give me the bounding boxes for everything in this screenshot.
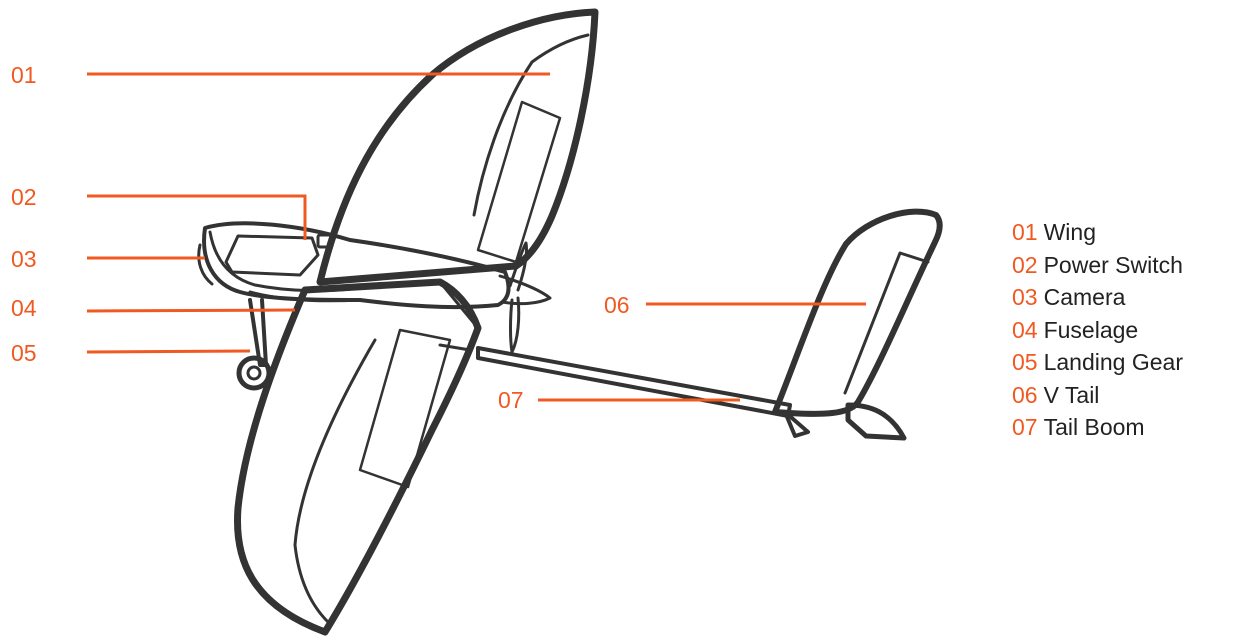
- legend-number: 02: [1012, 251, 1038, 278]
- landing-gear-wheel: [236, 355, 272, 391]
- leader-lines: [86, 72, 866, 402]
- legend-number: 01: [1012, 219, 1038, 245]
- legend-number: 07: [1012, 414, 1038, 440]
- callout-07: 07: [498, 387, 524, 413]
- fuselage-shape: [202, 221, 511, 310]
- legend-label: Tail Boom: [1043, 414, 1145, 440]
- upper-wing-shape: [316, 8, 599, 286]
- propeller-upper: [508, 241, 528, 292]
- legend-number: 03: [1012, 284, 1038, 310]
- wing-root-fairing: [438, 280, 480, 352]
- legend-number: 05: [1012, 349, 1038, 375]
- upper-wing-panel: [476, 100, 562, 264]
- legend-label: Camera: [1043, 284, 1126, 310]
- legend-label: Power Switch: [1043, 251, 1183, 278]
- callout-01: 01: [11, 62, 37, 88]
- callout-03: 03: [11, 246, 37, 272]
- v-tail-lower: [783, 410, 810, 438]
- v-tail-inner: [843, 251, 930, 395]
- lower-wing-shape: [233, 278, 482, 636]
- legend-number: 04: [1012, 316, 1038, 343]
- nose-shape: [197, 243, 214, 286]
- legend-label: Fuselage: [1043, 316, 1139, 343]
- power-switch-shape: [316, 233, 334, 249]
- propeller-lower: [509, 296, 521, 354]
- leader-line-05: [86, 349, 251, 354]
- leader-line-04: [86, 308, 296, 313]
- v-tail-shape: [772, 208, 943, 417]
- callout-02: 02: [11, 184, 37, 210]
- fuselage-cover: [224, 234, 320, 277]
- legend-label: V Tail: [1043, 381, 1100, 408]
- callout-06: 06: [604, 292, 630, 318]
- upper-wing-inner: [472, 33, 590, 217]
- v-tail-fin: [845, 402, 907, 441]
- leader-line-02: [87, 194, 307, 240]
- callout-04: 04: [11, 295, 37, 321]
- lower-wing-inner: [293, 338, 377, 624]
- legend-label: Wing: [1043, 219, 1096, 245]
- landing-gear-hub: [246, 365, 262, 381]
- lower-wing-panel: [358, 328, 452, 489]
- tail-boom-shape: [476, 346, 792, 418]
- landing-gear-strut: [248, 298, 268, 367]
- callout-05: 05: [11, 340, 37, 366]
- legend-label: Landing Gear: [1043, 349, 1183, 375]
- legend-number: 06: [1012, 381, 1038, 408]
- spinner: [498, 274, 552, 306]
